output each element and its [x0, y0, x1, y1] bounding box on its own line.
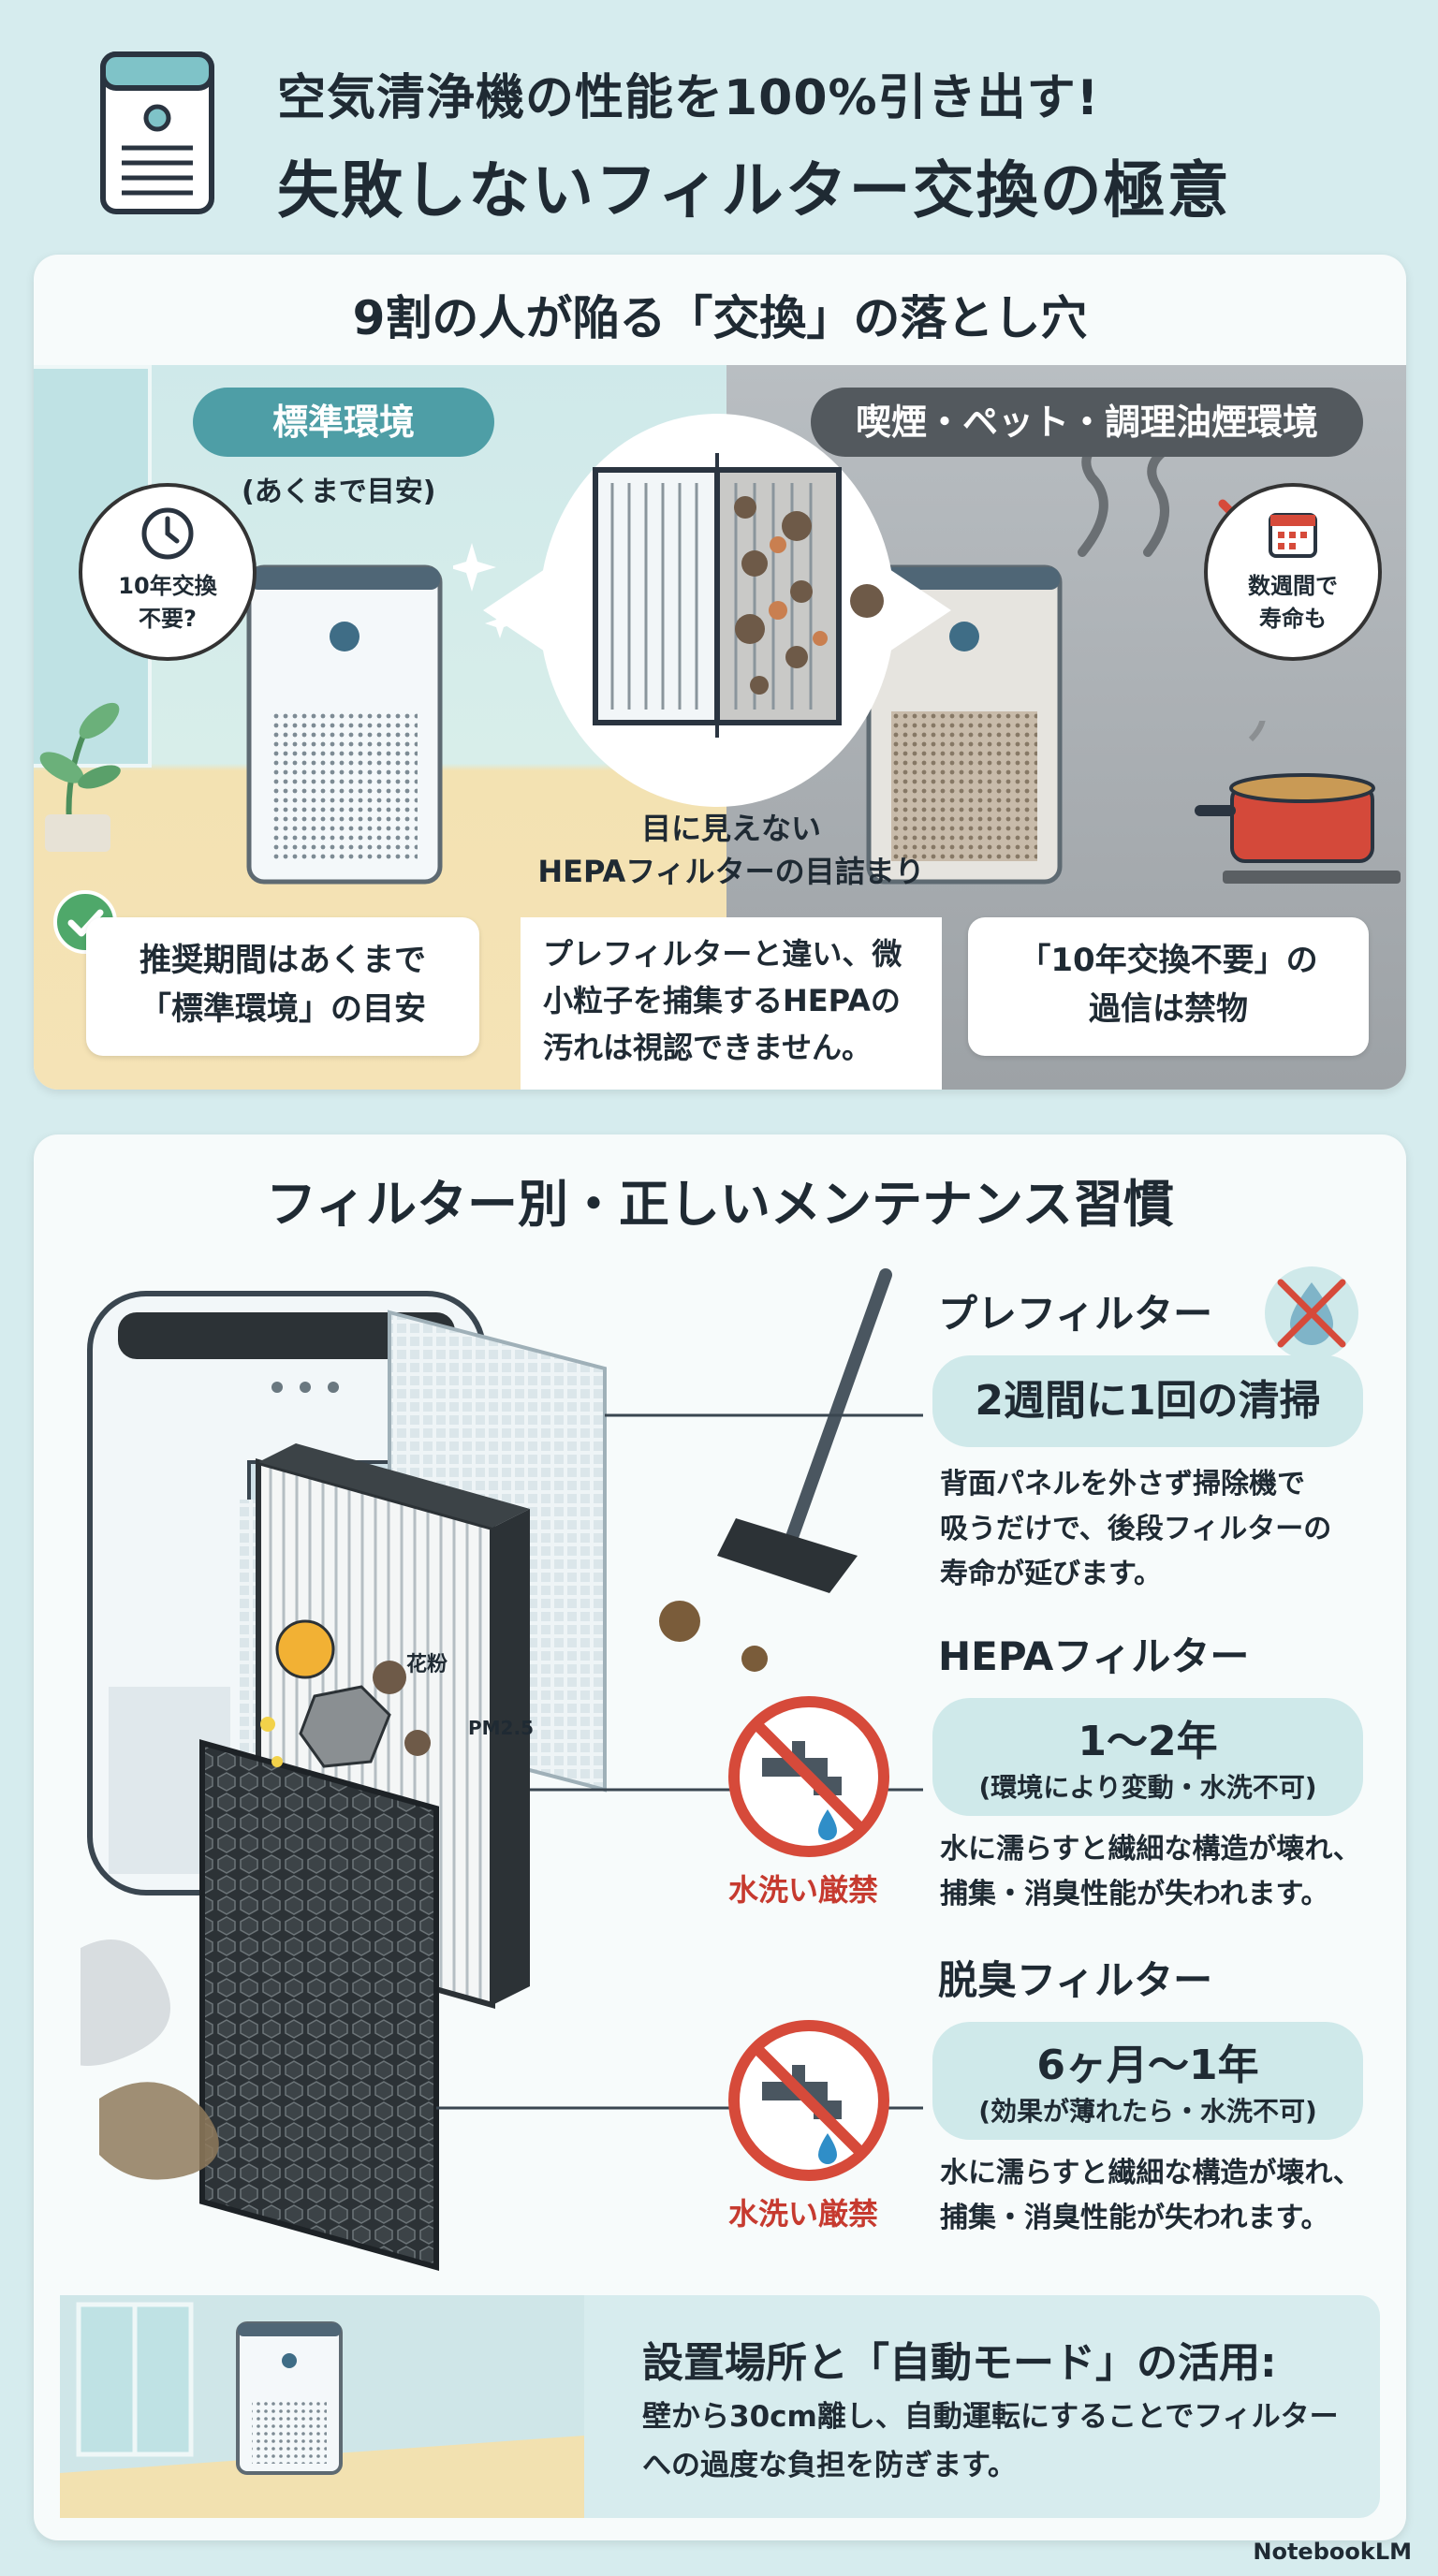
pm25-label: PM2.5: [468, 1717, 534, 1739]
pitfall-section: 9割の人が陥る「交換」の落とし穴: [34, 255, 1406, 1090]
deodor-desc-line1: 水に濡らすと繊細な構造が壊れ、: [940, 2157, 1361, 2189]
placement-tip-description: 壁から30cm離し、自動運転にすることでフィルター への過度な負担を防ぎます。: [642, 2393, 1339, 2490]
brand-watermark: NotebookLM: [1253, 2539, 1412, 2565]
placement-tip-box: [60, 2295, 1380, 2518]
standard-guideline-box: 推奨期間はあくまで 「標準環境」の目安: [86, 917, 479, 1056]
page-title-line2: 失敗しないフィルター交換の極意: [277, 154, 1231, 227]
sparkle-icon: [453, 543, 515, 638]
calendar-icon: [1269, 513, 1317, 558]
deodorizing-filter-name: 脱臭フィルター: [938, 1957, 1213, 2003]
exploded-filter-illustration: [81, 1268, 923, 2271]
hepa-invisible-box: プレフィルターと違い、微 小粒子を捕集するHEPAの 汚れは視認できません。: [521, 917, 942, 1090]
page-title-line1: 空気清浄機の性能を100%引き出す!: [277, 70, 1100, 126]
smoke-environment-label: 喫煙・ペット・調理油煙環境: [811, 388, 1363, 457]
clock-icon: [141, 507, 194, 560]
box-mid-line1: プレフィルターと違い、微: [543, 936, 902, 972]
hepa-clog-label-line2: HEPAフィルターの目詰まり: [537, 854, 925, 889]
prefilter-name: プレフィルター: [938, 1291, 1213, 1337]
prefilter-interval: 2週間に1回の清掃: [932, 1355, 1363, 1447]
box-mid-line2: 小粒子を捕集するHEPAの: [543, 983, 901, 1018]
overconfidence-warning-box: 「10年交換不要」の 過信は禁物: [968, 917, 1369, 1056]
placement-tip-title: 設置場所と「自動モード」の活用:: [642, 2339, 1277, 2387]
dirty-purifier-illustration: [866, 564, 1063, 885]
no-water-drop-icon: [1265, 1266, 1358, 1360]
placement-desc-line1: 壁から30cm離し、自動運転にすることでフィルター: [642, 2400, 1339, 2434]
deodorizing-interval: 6ヶ月〜1年: [1036, 2042, 1259, 2089]
no-wash-icon: [728, 2020, 889, 2181]
deodorizing-interval-note: (効果が薄れたら・水洗不可): [978, 2096, 1317, 2127]
hepa-interval: 1〜2年: [1078, 1718, 1218, 1765]
prefilter-description: 背面パネルを外さず掃除機で 吸うだけで、後段フィルターの 寿命が延びます。: [940, 1462, 1331, 1597]
bubble-right-line2: 寿命も: [1259, 606, 1327, 632]
air-purifier-icon: [100, 51, 214, 214]
plant-icon: [39, 702, 121, 852]
hepa-warning-label: 水洗い厳禁: [728, 1872, 879, 1908]
prefilter-desc-line3: 寿命が延びます。: [940, 1558, 1162, 1590]
deodor-desc-line2: 捕集・消臭性能が失われます。: [940, 2202, 1329, 2234]
prefilter-desc-line1: 背面パネルを外さず掃除機で: [940, 1468, 1305, 1500]
clean-purifier-illustration: [246, 564, 443, 885]
hepa-name: HEPAフィルター: [938, 1633, 1250, 1679]
maintenance-section: フィルター別・正しいメンテナンス習慣: [34, 1134, 1406, 2540]
hepa-interval-note: (環境により変動・水洗不可): [978, 1772, 1317, 1803]
prefilter-desc-line2: 吸うだけで、後段フィルターの: [940, 1513, 1332, 1545]
hepa-clog-comparison: [483, 414, 951, 807]
calendar-bubble: 数週間で 寿命も: [1204, 483, 1382, 661]
standard-environment-note: (あくまで目安): [242, 476, 436, 508]
placement-desc-line2: への過度な負担を防ぎます。: [642, 2449, 1017, 2482]
box-mid-line3: 汚れは視認できません。: [543, 1030, 873, 1065]
box-right-line1: 「10年交換不要」の: [1019, 942, 1318, 979]
clock-bubble: 10年交換 不要?: [79, 483, 257, 661]
pollen-label: 花粉: [406, 1653, 448, 1676]
box-left-line1: 推奨期間はあくまで: [139, 942, 426, 979]
hepa-description: 水に濡らすと繊細な構造が壊れ、 捕集・消臭性能が失われます。: [940, 1827, 1361, 1917]
hepa-desc-line2: 捕集・消臭性能が失われます。: [940, 1878, 1329, 1910]
cooking-pot-icon: [1195, 721, 1401, 884]
maintenance-section-title: フィルター別・正しいメンテナンス習慣: [266, 1175, 1174, 1234]
deodorizing-description: 水に濡らすと繊細な構造が壊れ、 捕集・消臭性能が失われます。: [940, 2151, 1361, 2241]
hepa-clog-label: 目に見えない HEPAフィルターの目詰まり: [521, 807, 942, 893]
box-left-line2: 「標準環境」の目安: [139, 990, 426, 1028]
bubble-right-line1: 数週間で: [1248, 573, 1338, 599]
hepa-interval-pill: 1〜2年 (環境により変動・水洗不可): [932, 1698, 1363, 1816]
deodorizing-interval-pill: 6ヶ月〜1年 (効果が薄れたら・水洗不可): [932, 2022, 1363, 2140]
no-wash-icon: [728, 1696, 889, 1857]
box-right-line2: 過信は禁物: [1089, 990, 1248, 1028]
hepa-desc-line1: 水に濡らすと繊細な構造が壊れ、: [940, 1833, 1361, 1866]
bubble-left-line2: 不要?: [139, 606, 197, 632]
hepa-clog-label-line1: 目に見えない: [640, 811, 821, 846]
bubble-left-line1: 10年交換: [118, 573, 217, 599]
standard-environment-label: 標準環境: [193, 388, 494, 457]
deodorizing-warning-label: 水洗い厳禁: [728, 2196, 879, 2232]
room-illustration: [60, 2295, 584, 2518]
pitfall-section-title: 9割の人が陥る「交換」の落とし穴: [352, 291, 1088, 345]
